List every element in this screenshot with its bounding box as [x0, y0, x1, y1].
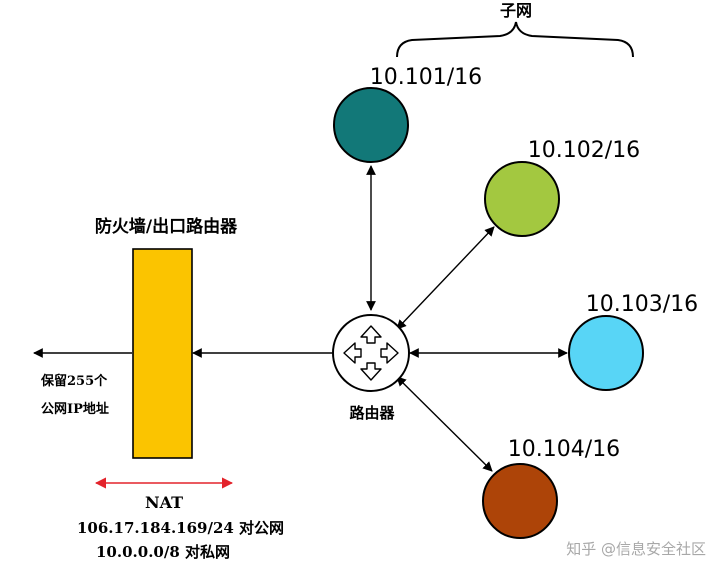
router-subnet-2-link — [396, 226, 495, 330]
subnet-label-1: 10.101/16 — [370, 65, 482, 90]
subnet-brace — [396, 21, 634, 58]
subnet-group-label: 子网 — [500, 1, 532, 20]
reserved-ip-line-1: 保留255个 — [40, 373, 108, 389]
router-subnet-4-link — [396, 376, 493, 472]
firewall-label: 防火墙/出口路由器 — [95, 216, 238, 237]
nat-public-address: 106.17.184.169/24 对公网 — [77, 519, 284, 537]
subnet-node-2 — [484, 161, 560, 237]
router-icon — [332, 314, 410, 392]
subnet-node-4 — [482, 463, 558, 539]
router-label: 路由器 — [349, 404, 395, 422]
watermark: 知乎 @信息安全社区 — [566, 540, 706, 558]
subnet-node-3 — [568, 315, 644, 391]
subnet-label-2: 10.102/16 — [528, 138, 640, 163]
subnet-node-1 — [333, 87, 409, 163]
subnet-label-3: 10.103/16 — [586, 292, 698, 317]
reserved-ip-line-2: 公网IP地址 — [41, 401, 109, 417]
nat-private-address: 10.0.0.0/8 对私网 — [96, 543, 230, 561]
nat-label: NAT — [145, 493, 183, 512]
subnet-label-4: 10.104/16 — [508, 437, 620, 462]
firewall-box — [132, 248, 193, 459]
